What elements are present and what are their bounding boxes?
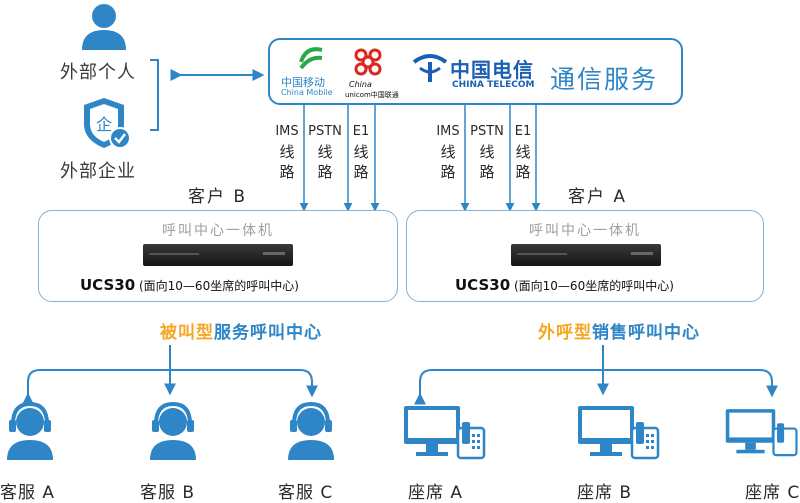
call-center-b-title: 呼叫中心一体机	[162, 223, 274, 239]
china-mobile-logo-icon	[299, 47, 323, 70]
right-distribution-line	[414, 369, 778, 405]
china-unicom-en1: China	[349, 80, 372, 89]
china-telecom-en: CHINA TELECOM	[452, 80, 535, 90]
call-center-a-model: UCS30 (面向10—60坐席的呼叫中心)	[455, 276, 674, 294]
customer-b-label: 客户 B	[188, 187, 248, 207]
call-center-a-title: 呼叫中心一体机	[529, 223, 641, 239]
call-center-b-model: UCS30 (面向10—60坐席的呼叫中心)	[80, 276, 299, 294]
china-unicom-logo-icon	[354, 48, 382, 76]
external-person-label: 外部个人	[60, 62, 136, 83]
seat-label-right: 座席 A	[408, 483, 464, 503]
china-unicom-en2: unicom中国联通	[345, 91, 399, 99]
line-label-b-pstn: PSTN 线 路	[308, 124, 342, 181]
headset-agent-icon	[7, 401, 53, 460]
agent-label-left: 客服 B	[140, 483, 196, 503]
workstation-monitor-phone-icon	[725, 409, 798, 457]
line-label-b-ims: IMS 线 路	[275, 124, 299, 181]
svg-text:企: 企	[96, 115, 112, 134]
china-mobile-en: China Mobile	[281, 88, 333, 97]
customer-a-label: 客户 A	[568, 187, 628, 207]
line-label-a-e1: E1 线 路	[514, 124, 532, 181]
ucs30-device-a	[511, 244, 661, 266]
inbound-type-title: 被叫型服务呼叫中心	[160, 323, 322, 343]
china-telecom-logo-icon	[412, 54, 448, 82]
seat-label-right: 座席 C	[745, 483, 800, 503]
person-icon	[82, 4, 126, 50]
line-label-b-e1: E1 线 路	[352, 124, 370, 181]
communication-service-title: 通信服务	[550, 65, 659, 94]
ucs30-device-b	[143, 244, 293, 266]
agent-label-left: 客服 A	[0, 483, 56, 503]
china-mobile-name: 中国移动	[281, 76, 325, 89]
agent-label-left: 客服 C	[278, 483, 334, 503]
enterprise-shield-icon: 企	[84, 98, 131, 149]
workstation-monitor-phone-icon	[404, 406, 486, 460]
headset-agent-icon	[288, 401, 334, 460]
outbound-type-title: 外呼型销售呼叫中心	[538, 323, 700, 343]
line-label-a-pstn: PSTN 线 路	[470, 124, 504, 181]
china-telecom-name: 中国电信	[450, 58, 534, 82]
headset-agent-icon	[150, 401, 196, 460]
external-enterprise-label: 外部企业	[60, 161, 136, 182]
seat-label-right: 座席 B	[577, 483, 633, 503]
carrier-services-panel	[268, 38, 683, 105]
line-label-a-ims: IMS 线 路	[436, 124, 460, 181]
workstation-monitor-phone-icon	[578, 406, 660, 460]
external-bracket	[150, 59, 159, 131]
